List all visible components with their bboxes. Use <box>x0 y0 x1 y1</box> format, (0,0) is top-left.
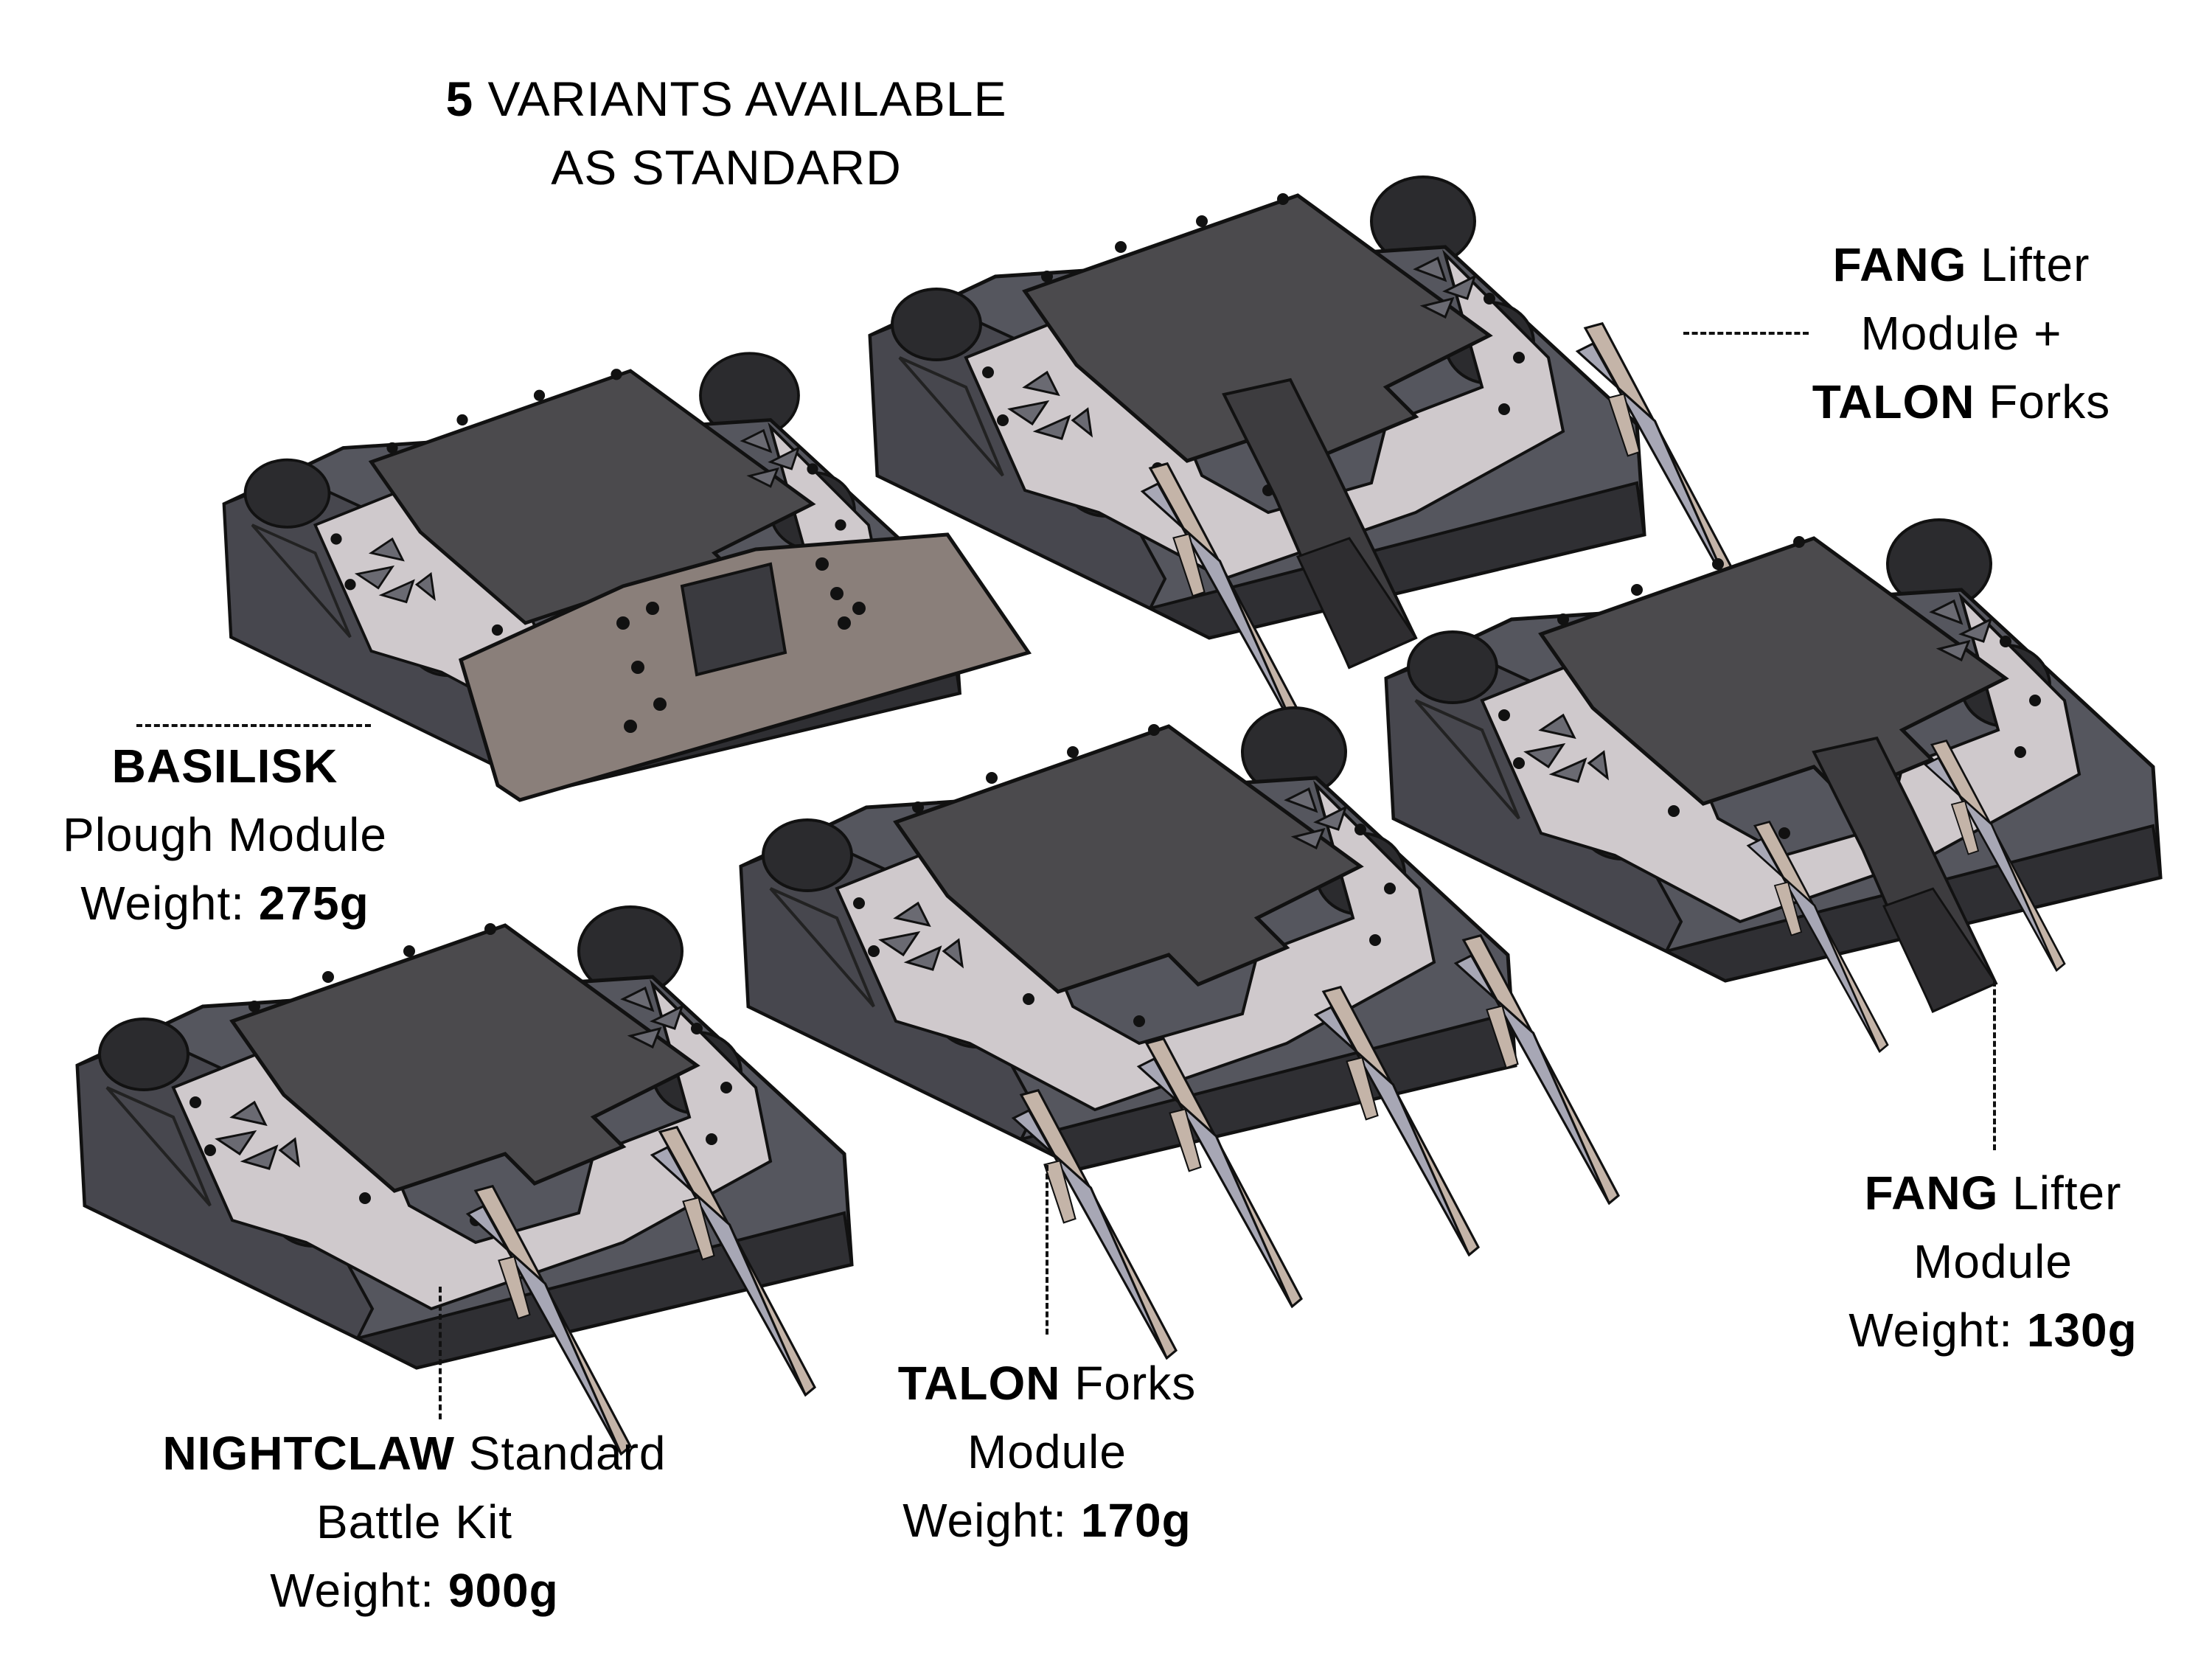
variant-label-nightclaw: NIGHTCLAW Standard Battle Kit Weight: 90… <box>162 1419 666 1625</box>
variant-desc: Forks <box>1074 1357 1197 1410</box>
variant-name-secondary: TALON <box>1812 375 1975 428</box>
fang-leader-line <box>1993 981 1996 1150</box>
variant-label-fang-talon: FANG Lifter Module + TALON Forks <box>1812 231 2110 437</box>
weight-label: Weight: <box>270 1564 435 1617</box>
basilisk-leader-line <box>136 724 371 727</box>
variant-count: 5 <box>445 72 474 126</box>
weight-value: 275g <box>258 877 369 930</box>
weight-label: Weight: <box>1848 1304 2014 1357</box>
variant-label-basilisk: BASILISK Plough Module Weight: 275g <box>63 732 387 938</box>
variant-desc-line2: Battle Kit <box>316 1495 513 1548</box>
weight-label: Weight: <box>902 1494 1068 1547</box>
variant-label-fang: FANG Lifter Module Weight: 130g <box>1848 1159 2137 1365</box>
variant-desc-line2: Module <box>967 1425 1127 1478</box>
basilisk-robot-render <box>210 343 1032 802</box>
variant-name: FANG <box>1832 238 1967 291</box>
variant-desc: Standard <box>468 1427 667 1480</box>
title-line-2: AS STANDARD <box>551 140 902 195</box>
title-line-1: 5 VARIANTS AVAILABLE <box>445 65 1006 133</box>
variant-name: TALON <box>897 1357 1061 1410</box>
fang-talon-leader-line <box>1683 332 1809 335</box>
variant-desc-line2: Module + <box>1860 307 2062 360</box>
weight-value: 170g <box>1080 1494 1192 1547</box>
variant-label-talon: TALON Forks Module Weight: 170g <box>898 1349 1196 1555</box>
variant-desc: Plough Module <box>63 808 387 861</box>
talon-leader-line <box>1046 1165 1048 1335</box>
weight-value: 900g <box>448 1564 559 1617</box>
title-text: VARIANTS AVAILABLE <box>487 72 1007 126</box>
page-title: 5 VARIANTS AVAILABLE AS STANDARD <box>445 65 1006 202</box>
variant-name: NIGHTCLAW <box>162 1427 455 1480</box>
nightclaw-robot-render <box>63 896 874 1455</box>
variant-name: BASILISK <box>111 740 338 793</box>
variant-name: FANG <box>1864 1166 1999 1220</box>
weight-label: Weight: <box>80 877 246 930</box>
variant-desc-line3: Forks <box>1989 375 2111 428</box>
variant-desc: Lifter <box>2012 1166 2122 1220</box>
weight-value: 130g <box>2026 1304 2138 1357</box>
variant-desc: Lifter <box>1980 238 2090 291</box>
nightclaw-leader-line <box>439 1287 442 1419</box>
variant-desc-line2: Module <box>1913 1235 2073 1288</box>
plough-plate <box>458 532 1032 802</box>
